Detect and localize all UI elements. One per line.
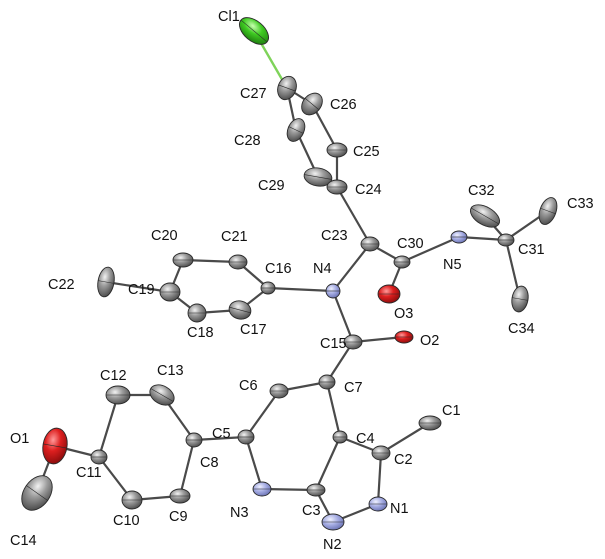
atom-label-o2: O2 [420, 333, 439, 349]
atom-label-c7: C7 [344, 380, 363, 396]
atom-label-c3: C3 [302, 503, 321, 519]
atom-axis-c22 [98, 280, 114, 284]
atom-label-n5: N5 [443, 257, 462, 273]
atom-label-c33: C33 [567, 196, 594, 212]
bond-c3-c4 [314, 435, 342, 492]
atom-label-n4: N4 [313, 261, 332, 277]
bond-n4-c15 [331, 289, 355, 344]
atom-axis-c34 [512, 297, 528, 301]
atom-label-c19: C19 [128, 282, 155, 298]
bond-c2-n1 [376, 451, 383, 506]
atom-label-c20: C20 [151, 228, 178, 244]
atom-axis-c17 [229, 306, 251, 314]
atom-label-c6: C6 [239, 378, 258, 394]
atom-label-o3: O3 [394, 306, 413, 322]
atom-label-c31: C31 [518, 242, 545, 258]
atom-label-c4: C4 [356, 431, 375, 447]
atom-label-c1: C1 [442, 403, 461, 419]
atom-label-c10: C10 [113, 513, 140, 529]
bond-c5-c8 [192, 435, 248, 442]
atoms-layer [21, 17, 558, 531]
atom-label-c21: C21 [221, 229, 248, 245]
atom-axis-c32 [470, 207, 500, 225]
bond-c24-c23 [335, 185, 372, 246]
atom-label-c9: C9 [169, 509, 188, 525]
atom-label-c26: C26 [330, 97, 357, 113]
atom-axis-cl1 [240, 19, 268, 43]
atom-label-n3: N3 [230, 505, 249, 521]
atom-label-c25: C25 [353, 144, 380, 160]
atom-axis-c13 [150, 388, 174, 402]
atom-label-c16: C16 [265, 261, 292, 277]
atom-label-c12: C12 [100, 368, 127, 384]
atom-axis-c28 [288, 126, 304, 134]
atom-axis-c27 [278, 84, 296, 92]
bond-c12-c11 [97, 393, 120, 459]
atom-label-c13: C13 [157, 363, 184, 379]
bond-n4-c16 [266, 286, 335, 293]
atom-label-c34: C34 [508, 321, 535, 337]
atom-axis-c26 [304, 97, 320, 111]
atom-label-c18: C18 [187, 325, 214, 341]
atom-label-cl1: Cl1 [218, 9, 240, 25]
atom-label-c22: C22 [48, 277, 75, 293]
atom-axis-c29 [304, 174, 332, 180]
bond-c23-n4 [331, 242, 372, 293]
atom-label-c32: C32 [468, 183, 495, 199]
atom-label-c27: C27 [240, 86, 267, 102]
bond-c15-c7 [325, 340, 355, 384]
atom-axis-c33 [540, 207, 556, 215]
atom-label-c29: C29 [258, 178, 285, 194]
atom-label-n1: N1 [390, 501, 409, 517]
atom-label-c24: C24 [355, 182, 382, 198]
atom-label-c14: C14 [10, 533, 37, 549]
bond-c6-c5 [244, 389, 281, 439]
atom-axis-c14 [26, 485, 48, 501]
atom-label-n2: N2 [323, 537, 342, 553]
bond-c19-c22 [104, 280, 172, 294]
atom-label-c8: C8 [200, 455, 219, 471]
bond-c30-n5 [400, 235, 461, 264]
atom-label-c23: C23 [321, 228, 348, 244]
atom-label-c28: C28 [234, 133, 261, 149]
bond-c8-c9 [178, 438, 196, 498]
atom-label-c30: C30 [397, 236, 424, 252]
atom-axis-o1 [43, 443, 67, 449]
atom-label-c2: C2 [394, 452, 413, 468]
atom-label-c5: C5 [212, 426, 231, 442]
atom-label-c17: C17 [240, 322, 267, 338]
atom-label-o1: O1 [10, 431, 29, 447]
bond-c5-n3 [244, 435, 264, 491]
atom-label-c15: C15 [320, 336, 347, 352]
atom-label-c11: C11 [76, 465, 102, 481]
bond-c7-c4 [325, 380, 342, 439]
